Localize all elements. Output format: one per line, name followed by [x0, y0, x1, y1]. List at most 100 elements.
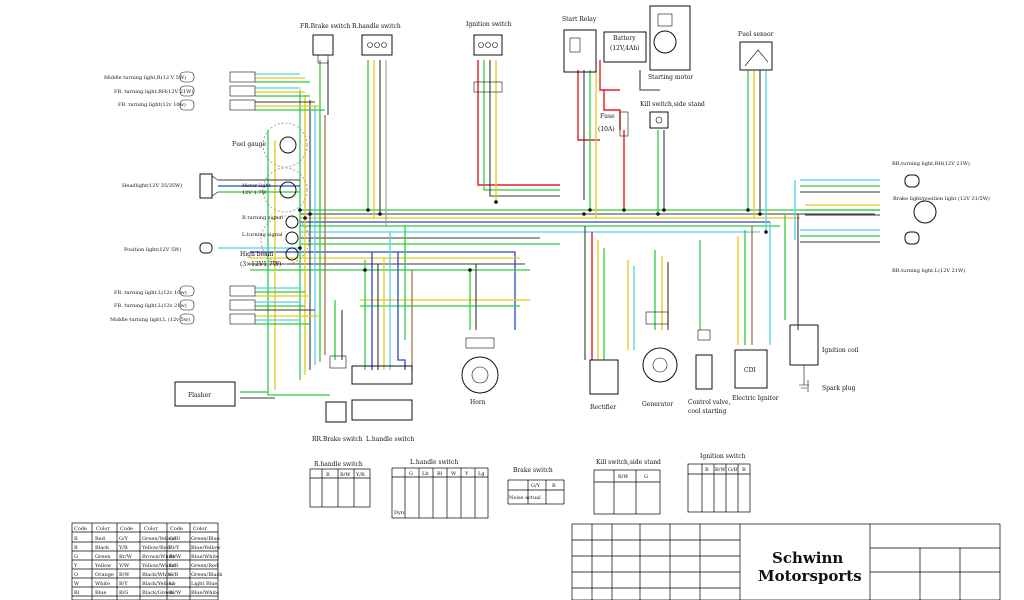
middle-turning-light-r-label: Middle turning light,R(12 V 5W)	[104, 74, 186, 81]
position-light: Position light(12V 5W)	[124, 242, 213, 254]
generator: Generator	[642, 311, 678, 408]
fr-turning-light-l2-label: FR. turning light,L(12v 21w)	[114, 302, 187, 309]
cc-cell: Bl	[74, 590, 80, 596]
cc-cell: Y/W	[118, 563, 130, 569]
fr-brake-switch-label: FR.Brake switch	[300, 23, 350, 30]
cc-cell: Bl/W	[169, 554, 182, 560]
cc-h1: Color	[96, 526, 110, 532]
cc-h0: Code	[74, 526, 87, 532]
cc-cell: Blue/Yellow	[191, 545, 221, 551]
meter-cluster: Fuel gauge Meter light 12V 1.7W R.turnin…	[232, 122, 310, 268]
brake-h1: B	[552, 483, 556, 489]
cc-h5: Color	[193, 526, 207, 532]
cc-cell: Light Blue	[191, 581, 217, 587]
control-valve-label: Control valve,	[688, 399, 731, 406]
headlight-label: Headlight(12V 35/35W)	[122, 182, 182, 189]
kill-table-title: Kill switch,side stand	[596, 459, 661, 466]
meter-light-spec-label: 12V 1.7W	[242, 190, 268, 196]
wire-harness	[218, 60, 880, 399]
fr-turning-light-rh-label: FR. turning light,RH(12V 21W)	[114, 88, 193, 95]
kill-switch-side-stand: Kill switch,side stand	[640, 101, 705, 129]
r-handle-switch-top: R.handle switch	[352, 23, 401, 56]
cc-h3: Color	[144, 526, 158, 532]
fuse-label: Fuse	[600, 113, 615, 120]
cc-cell: Orange	[95, 572, 114, 578]
brake-h0: G/Y	[531, 483, 541, 489]
fuel-sensor-label: Fuel sensor	[738, 31, 774, 38]
cc-cell: B	[74, 545, 78, 551]
cc-cell: Green/Red	[191, 563, 219, 569]
battery: Battery (12V,4Ah)	[603, 31, 647, 63]
cc-cell: Blue	[95, 590, 106, 596]
cc-cell: Br/W	[119, 554, 133, 560]
generator-label: Generator	[642, 401, 673, 408]
position-light-label: Position light(12V 5W)	[124, 246, 181, 253]
high-beam-spec-label: (3×12V1.7W)	[240, 261, 281, 268]
switch-table-kill: Kill switch,side stand B/W G	[593, 459, 661, 515]
cc-cell: Black/Yellow	[142, 581, 175, 587]
cc-cell: Bl/Y	[169, 545, 180, 551]
kill-h1: G	[644, 474, 648, 480]
rr-turning-light-rh-label: RR.turning light,RH(12V 21W)	[892, 160, 970, 167]
front-turning-lights-left: FR. turning light,L(12v 10w) FR. turning…	[110, 285, 256, 325]
switch-table-l-handle: L.handle switch G Lb Bl W Y Lg Dyn	[391, 459, 489, 519]
ign-h0: B	[705, 467, 709, 473]
rectifier: Rectifier	[589, 359, 619, 411]
ign-h2: G/R	[728, 467, 738, 473]
cc-cell: Green	[95, 554, 111, 560]
switch-table-ignition: Ignition switch B B/W G/R R	[687, 453, 751, 513]
high-beam-label: High beam	[240, 251, 274, 258]
cc-cell: Blue/White	[191, 554, 219, 560]
r-turning-signal-label: R.turning signal	[242, 215, 283, 221]
cc-cell: White	[95, 581, 110, 587]
cc-h2: Code	[120, 526, 133, 532]
switch-table-brake: Brake switch G/Y B Noise actual	[507, 467, 565, 505]
ign-h3: R	[742, 467, 746, 473]
battery-spec-label: (12V,4Ah)	[610, 45, 640, 52]
l-handle-h1: Lb	[422, 471, 429, 477]
r-handle-table-title: R.handle switch	[314, 461, 363, 468]
cc-cell: G/Bl	[169, 536, 180, 542]
fr-turning-light-l1-label: FR. turning light,L(12v 10w)	[114, 289, 187, 296]
cc-cell: B/W	[119, 572, 130, 578]
rear-lights: RR.turning light,RH(12V 21W) Brake light…	[892, 160, 990, 274]
l-handle-h5: Lg	[478, 471, 485, 477]
cc-cell: G	[74, 554, 78, 560]
r-handle-h0: B	[326, 472, 330, 478]
rectifier-label: Rectifier	[590, 404, 616, 411]
cc-cell: G/R	[169, 563, 179, 569]
ignition-coil: Ignition coil Spark plug	[789, 324, 859, 392]
rr-brake-switch: RR.Brake switch	[312, 355, 363, 443]
l-handle-h4: Y	[464, 471, 469, 477]
battery-label: Battery	[613, 35, 636, 42]
ignition-coil-label: Ignition coil	[822, 347, 859, 354]
kill-switch-label: Kill switch,side stand	[640, 101, 705, 108]
starting-motor: Starting motor	[648, 5, 693, 81]
flasher-label: Flasher	[188, 392, 211, 399]
fr-brake-switch: FR.Brake switch	[300, 23, 350, 64]
l-handle-h3: W	[451, 471, 457, 477]
ignition-switch-top-label: Ignition switch	[466, 21, 512, 28]
cc-cell: Brown/White	[142, 554, 175, 560]
start-relay: Start Relay	[562, 16, 597, 73]
cc-h4: Code	[170, 526, 183, 532]
headlight: Headlight(12V 35/35W)	[122, 173, 219, 199]
flasher: Flasher	[174, 381, 236, 407]
cc-cell: R	[74, 536, 78, 542]
ignition-switch-top: Ignition switch	[466, 21, 512, 93]
r-handle-h1: B/W	[340, 472, 351, 478]
title-block: Schwinn Motorsports	[571, 523, 1001, 600]
l-handle-table-title: L.handle switch	[410, 459, 458, 466]
cc-cell: B/Y	[119, 581, 128, 587]
l-handle-switch-label: L.handle switch	[366, 436, 414, 443]
horn-label: Horn	[470, 399, 486, 406]
brake-row-label: Noise actual	[509, 495, 541, 501]
spark-plug-label: Spark plug	[822, 385, 856, 392]
cc-cell: Red	[95, 536, 106, 542]
electric-ignitor: CDI Electric Ignitor	[732, 349, 779, 402]
r-handle-switch-top-label: R.handle switch	[352, 23, 401, 30]
rr-turning-light-l-label: RR.turning light,L(12V 21W)	[892, 267, 965, 274]
electric-ignitor-label: Electric Ignitor	[732, 395, 779, 402]
